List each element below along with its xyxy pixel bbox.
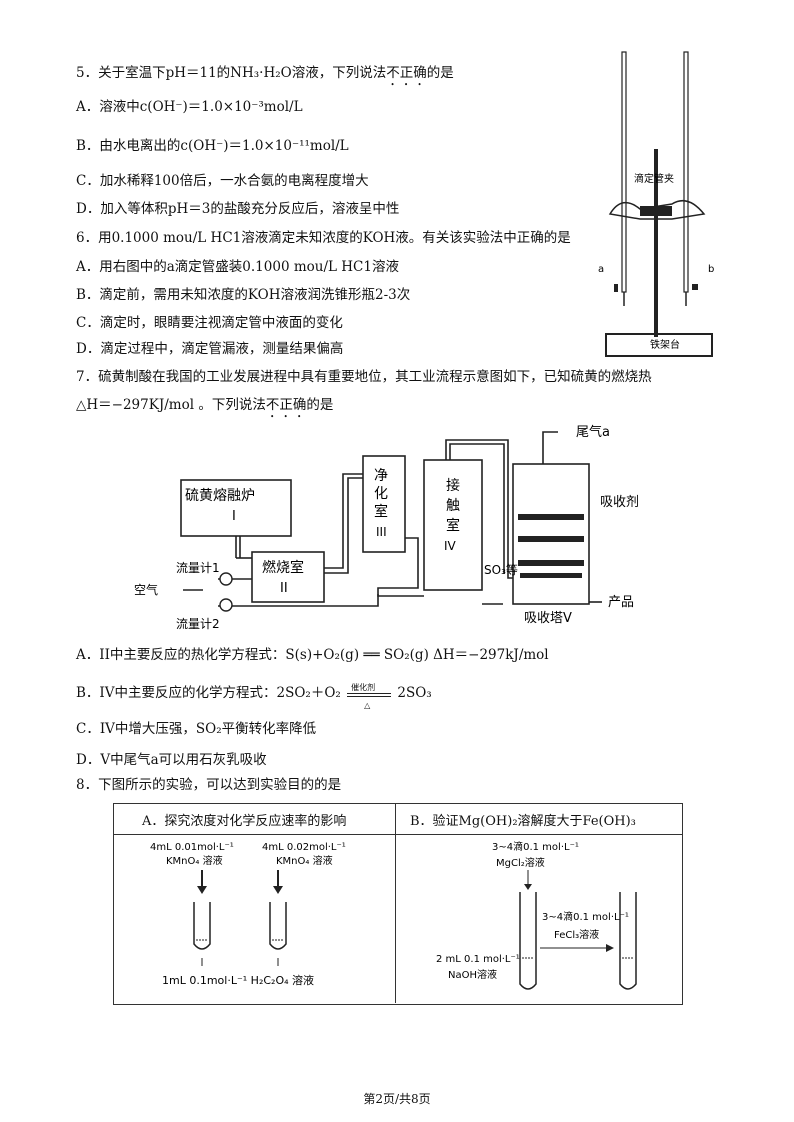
heat-label: △ (364, 700, 371, 710)
a-left-reagent-1: 4mL 0.01mol·L⁻¹ (150, 842, 234, 853)
burette-b-label: b (708, 264, 714, 275)
q7-emphasis: 不正确 (265, 397, 307, 413)
product-label: 产品 (608, 595, 634, 610)
flowmeter1-label: 流量计1 (176, 561, 220, 575)
purify-char-2: 化 (374, 486, 388, 502)
process-flow-diagram: 硫黄熔融炉 I 燃烧室 II 净 化 室 III 接 触 室 IV 尾气a 吸收… (134, 424, 639, 631)
q6-option-b: B．滴定前，需用未知浓度的KOH溶液润洗锥形瓶2-3次 (76, 287, 411, 303)
clamp-label: 滴定管夹 (634, 172, 674, 185)
so3-label: SO₃等 (484, 563, 518, 577)
tail-gas-label: 尾气a (576, 424, 610, 440)
tower-label: 吸收塔V (524, 611, 572, 626)
b-mid-reagent-2: FeCl₃溶液 (554, 928, 599, 941)
purify-num: III (376, 525, 387, 539)
q6-option-a: A．用右图中的a滴定管盛装0.1000 mou/L HC1溶液 (76, 259, 399, 275)
q8-stem: 8．下图所示的实验，可以达到实验目的的是 (76, 777, 342, 793)
a-right-reagent-2: KMnO₄ 溶液 (276, 854, 333, 867)
q5-option-b: B．由水电离出的c(OH⁻)＝1.0×10⁻¹¹mol/L (76, 138, 349, 154)
a-left-reagent-2: KMnO₄ 溶液 (166, 854, 223, 867)
air-label: 空气 (134, 582, 158, 597)
q7-option-d: D．V中尾气a可以用石灰乳吸收 (76, 752, 267, 768)
q7-stem-line2: △H＝−297KJ/mol 。下列说法不正确的是 (76, 397, 334, 413)
purify-char-1: 净 (374, 468, 388, 484)
catalyst-label: 催化剂 (351, 682, 376, 692)
q7-stem-line1: 7．硫黄制酸在我国的工业发展进程中具有重要地位，其工业流程示意图如下，已知硫黄的… (76, 369, 652, 385)
q6-stem: 6．用0.1000 mou/L HC1溶液滴定未知浓度的KOH液。有关该实验法中… (76, 230, 571, 246)
burette-a-label: a (598, 264, 604, 275)
experiment-b-figure: 3~4滴0.1 mol·L⁻¹ MgCl₂溶液 3~4滴0.1 mol·L⁻¹ … (436, 840, 637, 990)
b-naoh-reagent-1: 2 mL 0.1 mol·L⁻¹ (436, 954, 520, 965)
q7-option-c: C．IV中增大压强，SO₂平衡转化率降低 (76, 721, 317, 737)
a-bottom-reagent: 1mL 0.1mol·L⁻¹ H₂C₂O₄ 溶液 (162, 973, 314, 987)
q6-option-c: C．滴定时，眼睛要注视滴定管中液面的变化 (76, 315, 343, 331)
q5-option-d: D．加入等体积pH＝3的盐酸充分反应后，溶液呈中性 (76, 201, 400, 217)
furnace-label: 硫黄熔融炉 (185, 487, 255, 504)
b-naoh-reagent-2: NaOH溶液 (448, 968, 497, 981)
contact-char-1: 接 (446, 477, 460, 494)
q7-option-b: B．IV中主要反应的化学方程式：2SO₂＋O₂ 催化剂 △ 2SO₃ (76, 683, 432, 710)
furnace-num: I (232, 509, 236, 524)
purify-char-3: 室 (374, 503, 388, 520)
q7-option-a: A．II中主要反应的热化学方程式：S(s)+O₂(g) ══ SO₂(g) ΔH… (76, 647, 549, 663)
page-footer: 第2页/共8页 (363, 1092, 431, 1106)
experiment-a-figure: 4mL 0.01mol·L⁻¹ KMnO₄ 溶液 4mL 0.02mol·L⁻¹… (150, 842, 346, 987)
q8-option-b-title: B．验证Mg(OH)₂溶解度大于Fe(OH)₃ (410, 814, 636, 829)
flowmeter2-label: 流量计2 (176, 617, 220, 631)
stand-label: 铁架台 (650, 338, 680, 351)
q5-stem: 5．关于室温下pH＝11的NH₃·H₂O溶液，下列说法不正确的是 (76, 65, 454, 81)
q5-option-a: A．溶液中c(OH⁻)＝1.0×10⁻³mol/L (76, 99, 303, 115)
q6-option-d: D．滴定过程中，滴定管漏液，测量结果偏高 (76, 341, 344, 357)
burner-num: II (280, 581, 288, 596)
q8-option-a-title: A．探究浓度对化学反应速率的影响 (142, 814, 347, 829)
q5-option-c: C．加水稀释100倍后，一水合氨的电离程度增大 (76, 173, 369, 189)
q8-table (113, 803, 683, 1005)
contact-num: IV (444, 539, 457, 553)
a-right-reagent-1: 4mL 0.02mol·L⁻¹ (262, 842, 346, 853)
b-top-reagent-2: MgCl₂溶液 (496, 856, 545, 869)
contact-char-2: 触 (446, 498, 460, 514)
b-top-reagent-1: 3~4滴0.1 mol·L⁻¹ (492, 840, 579, 853)
titration-stand-figure: 滴定管夹 a b 铁架台 (598, 51, 714, 357)
q5-emphasis: 不正确 (386, 65, 427, 81)
contact-char-3: 室 (446, 517, 460, 534)
absorbent-label: 吸收剂 (600, 495, 639, 510)
b-mid-reagent-1: 3~4滴0.1 mol·L⁻¹ (542, 910, 629, 923)
burner-label: 燃烧室 (262, 559, 304, 576)
